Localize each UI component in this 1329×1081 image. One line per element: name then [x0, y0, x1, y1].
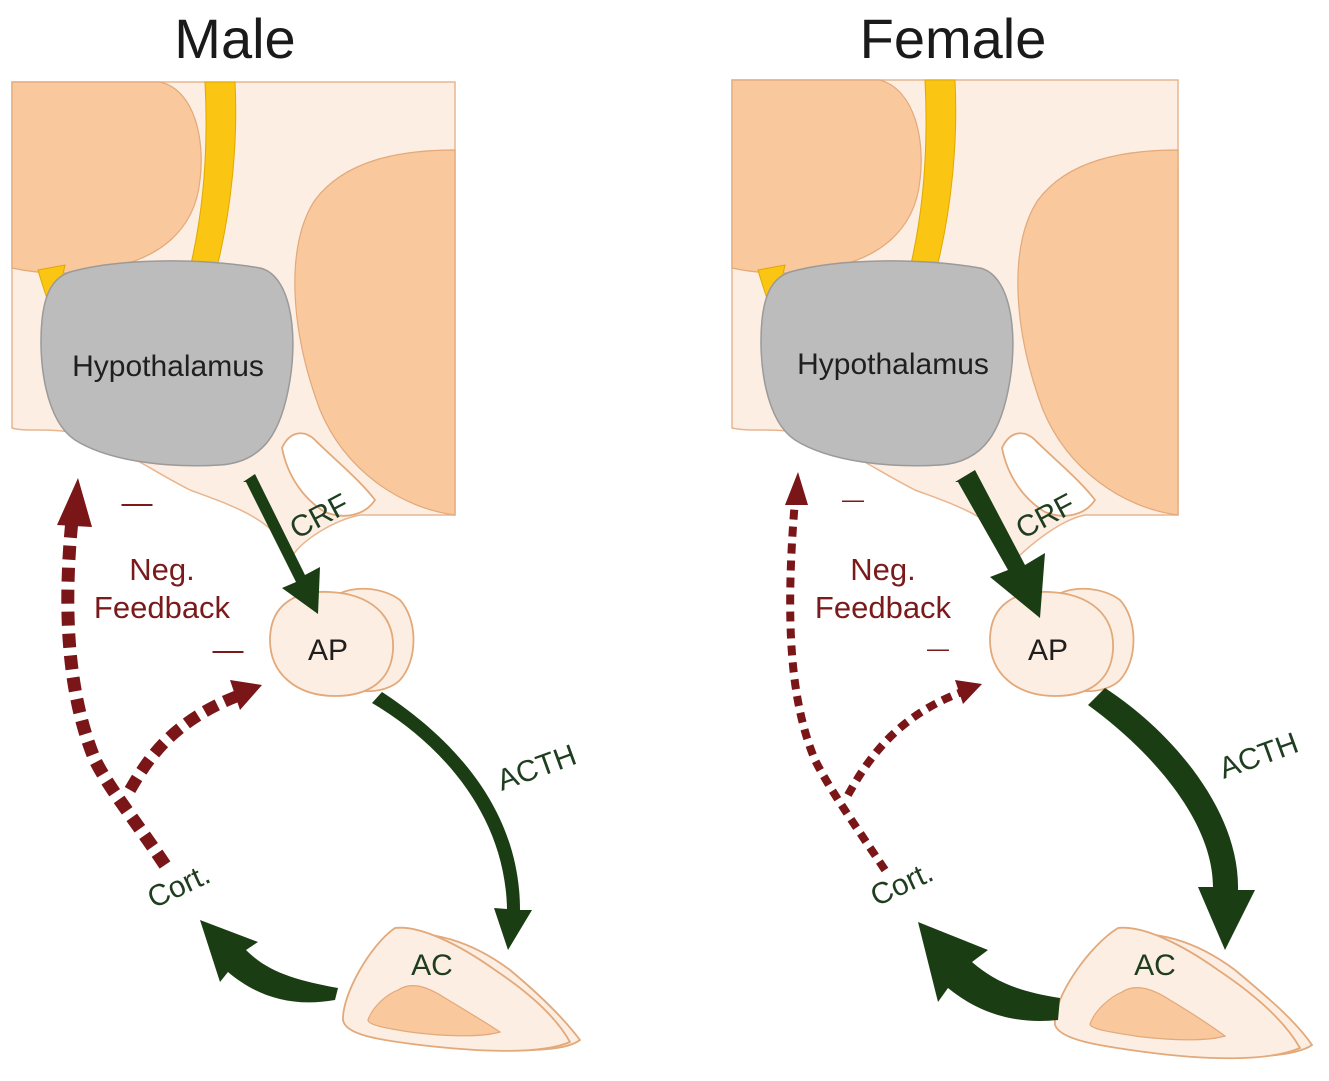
hypothalamus-label: Hypothalamus: [72, 350, 264, 383]
inhibition-sign-hypothalamus: —: [842, 487, 864, 512]
inhibition-sign-pituitary: —: [213, 632, 244, 667]
panel-title-male: Male: [174, 7, 295, 70]
acth-arrow: [372, 692, 532, 950]
neg-feedback-label-line1: Neg.: [850, 552, 915, 587]
acth-arrow: [1088, 688, 1255, 950]
acth-label: ACTH: [493, 739, 581, 798]
feedback-arrowhead-hypothalamus: [785, 472, 808, 505]
neg-feedback-label-line2: Feedback: [815, 590, 952, 625]
feedback-path-pituitary: [848, 692, 962, 795]
feedback-path-pituitary: [130, 695, 240, 790]
cortisol-arrow: [200, 920, 338, 1002]
neg-feedback-label-line2: Feedback: [94, 590, 231, 625]
panel-title-female: Female: [860, 7, 1047, 70]
ac-label: AC: [1134, 949, 1176, 982]
hypothalamus-label: Hypothalamus: [797, 348, 989, 381]
feedback-arrowhead-pituitary: [955, 680, 982, 704]
feedback-arrowhead-hypothalamus: [57, 478, 92, 527]
neg-feedback-label-line1: Neg.: [129, 552, 194, 587]
cortisol-arrow: [918, 922, 1060, 1021]
ap-label: AP: [1028, 634, 1068, 667]
cort-label: Cort.: [143, 858, 216, 915]
male-panel: Male Hypothalamus AP AC CRF ACTH Cort.: [12, 7, 581, 1051]
female-panel: Female Hypothalamus AP AC CRF ACTH Cort.…: [732, 7, 1312, 1058]
inhibition-sign-pituitary: —: [927, 636, 949, 661]
ap-label: AP: [308, 634, 348, 667]
inhibition-sign-hypothalamus: —: [122, 485, 153, 520]
acth-label: ACTH: [1215, 727, 1303, 786]
ac-label: AC: [411, 949, 453, 982]
